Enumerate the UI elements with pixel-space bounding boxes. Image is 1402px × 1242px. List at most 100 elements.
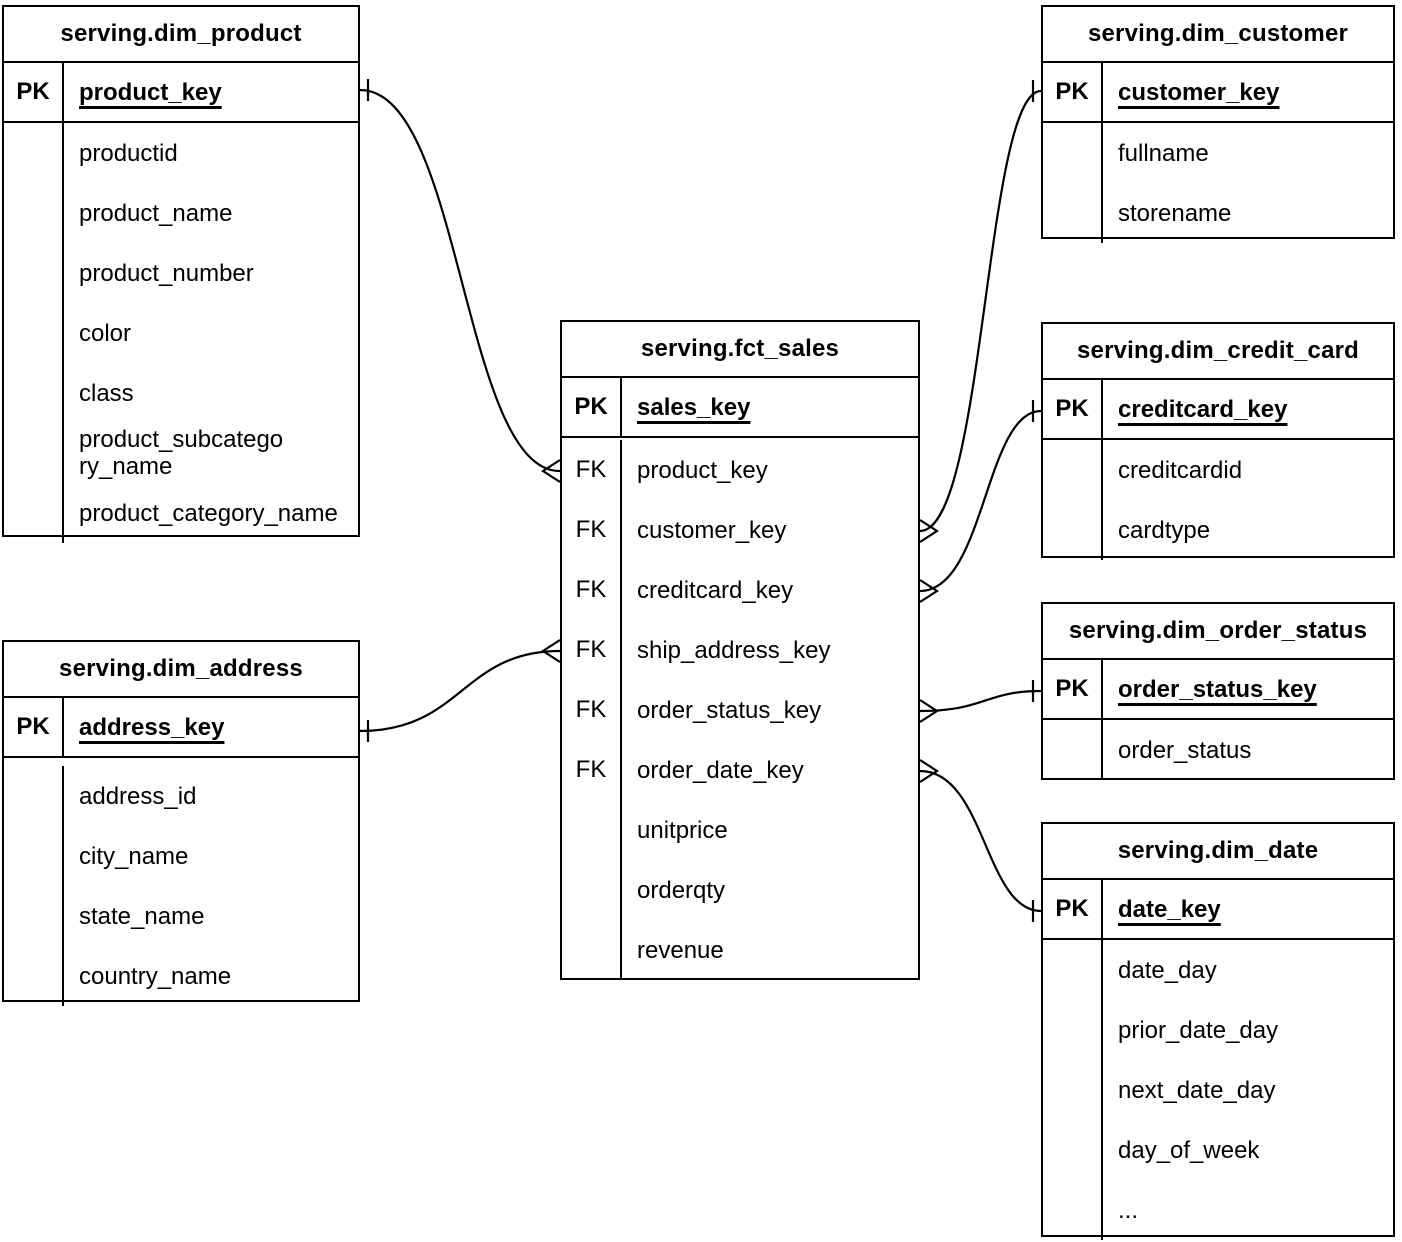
table-row: unitprice xyxy=(562,800,918,860)
field-name: order_date_key xyxy=(637,756,804,784)
pk-field-cell: order_status_key xyxy=(1103,660,1393,718)
pk-field-name: creditcard_key xyxy=(1118,395,1288,423)
field-name: country_name xyxy=(79,962,232,990)
pk-field-name: sales_key xyxy=(637,393,751,421)
field-name: prior_date_day xyxy=(1118,1016,1279,1044)
relationship-product xyxy=(359,79,561,483)
pk-field-name: order_status_key xyxy=(1118,675,1317,703)
field-name: product_name xyxy=(79,199,233,227)
relationship-line xyxy=(919,769,1042,913)
primary-key-row: PK order_status_key xyxy=(1043,660,1393,720)
field-cell: customer_key xyxy=(622,500,918,560)
pk-field-name: product_key xyxy=(79,78,222,106)
table-row: storename xyxy=(1043,183,1393,243)
field-name: city_name xyxy=(79,842,189,870)
field-name: product_category_name xyxy=(79,499,338,527)
relationship-order-status xyxy=(919,680,1042,723)
primary-key-row: PK date_key xyxy=(1043,880,1393,940)
field-name: storename xyxy=(1118,199,1232,227)
relationship-line xyxy=(919,689,1042,713)
field-cell: date_day xyxy=(1103,940,1393,1000)
table-body: address_id city_name state_name country_… xyxy=(4,758,358,1006)
pk-label: PK xyxy=(1043,660,1103,718)
key-column-cell xyxy=(4,303,64,363)
field-cell: orderqty xyxy=(622,860,918,920)
field-cell: day_of_week xyxy=(1103,1120,1393,1180)
field-cell: prior_date_day xyxy=(1103,1000,1393,1060)
key-column-cell xyxy=(1043,1180,1103,1240)
key-column-cell xyxy=(1043,940,1103,1000)
key-column-cell xyxy=(4,766,64,826)
field-name: ship_address_key xyxy=(637,636,831,664)
field-name: order_status_key xyxy=(637,696,822,724)
field-name: productid xyxy=(79,139,178,167)
key-column-cell xyxy=(4,243,64,303)
key-column-cell xyxy=(4,363,64,423)
entity-table-dim-product: serving.dim_product PK product_key produ… xyxy=(2,5,360,543)
field-cell: revenue xyxy=(622,920,918,980)
field-name: product_key xyxy=(637,456,768,484)
key-column-cell xyxy=(4,483,64,543)
field-cell: order_date_key xyxy=(622,740,918,800)
key-column-cell xyxy=(1043,440,1103,500)
field-cell: ... xyxy=(1103,1180,1393,1240)
field-name: ... xyxy=(1118,1196,1139,1224)
field-cell: color xyxy=(64,303,358,363)
key-column-cell xyxy=(1043,1060,1103,1120)
field-name: order_status xyxy=(1118,736,1252,764)
pk-field-cell: creditcard_key xyxy=(1103,380,1393,438)
field-cell: storename xyxy=(1103,183,1393,243)
pk-field-cell: address_key xyxy=(64,698,358,756)
field-cell: product_subcategory_name xyxy=(64,423,358,483)
pk-label: PK xyxy=(562,378,622,436)
table-title: serving.dim_date xyxy=(1043,824,1393,880)
field-cell: product_category_name xyxy=(64,483,358,543)
relationship-address xyxy=(359,639,561,742)
table-row: FK ship_address_key xyxy=(562,620,918,680)
field-name: revenue xyxy=(637,936,724,964)
pk-label: PK xyxy=(1043,380,1103,438)
relationship-date xyxy=(919,759,1042,922)
entity-table-dim-credit-card: serving.dim_credit_card PK creditcard_ke… xyxy=(1041,322,1395,560)
table-title: serving.dim_customer xyxy=(1043,7,1393,63)
field-cell: creditcardid xyxy=(1103,440,1393,500)
table-title: serving.dim_credit_card xyxy=(1043,324,1393,380)
table-row: fullname xyxy=(1043,123,1393,183)
table-row: color xyxy=(4,303,358,363)
table-row: productid xyxy=(4,123,358,183)
field-name: creditcardid xyxy=(1118,456,1243,484)
table-body: creditcardid cardtype xyxy=(1043,440,1393,560)
table-row: prior_date_day xyxy=(1043,1000,1393,1060)
relationship-credit-card xyxy=(919,400,1042,603)
table-title: serving.fct_sales xyxy=(562,322,918,378)
entity-table-dim-order-status: serving.dim_order_status PK order_status… xyxy=(1041,602,1395,780)
field-name: product_number xyxy=(79,259,254,287)
table-body: date_day prior_date_day next_date_day da… xyxy=(1043,940,1393,1240)
pk-label: PK xyxy=(1043,63,1103,121)
entity-table-dim-date: serving.dim_date PK date_key date_day pr… xyxy=(1041,822,1395,1240)
field-cell: city_name xyxy=(64,826,358,886)
primary-key-row: PK sales_key xyxy=(562,378,918,438)
pk-field-cell: date_key xyxy=(1103,880,1393,938)
field-cell: creditcard_key xyxy=(622,560,918,620)
table-row: next_date_day xyxy=(1043,1060,1393,1120)
pk-field-name: address_key xyxy=(79,713,225,741)
table-row: product_category_name xyxy=(4,483,358,543)
field-cell: product_key xyxy=(622,440,918,500)
crow-foot-many-icon xyxy=(919,699,940,723)
field-name: state_name xyxy=(79,902,205,930)
relationship-line xyxy=(359,88,561,473)
table-row: date_day xyxy=(1043,940,1393,1000)
primary-key-row: PK product_key xyxy=(4,63,358,123)
table-title: serving.dim_product xyxy=(4,7,358,63)
field-name: date_day xyxy=(1118,956,1217,984)
field-name: fullname xyxy=(1118,139,1209,167)
fk-label: FK xyxy=(562,440,622,500)
fk-label: FK xyxy=(562,500,622,560)
fk-label: FK xyxy=(562,620,622,680)
